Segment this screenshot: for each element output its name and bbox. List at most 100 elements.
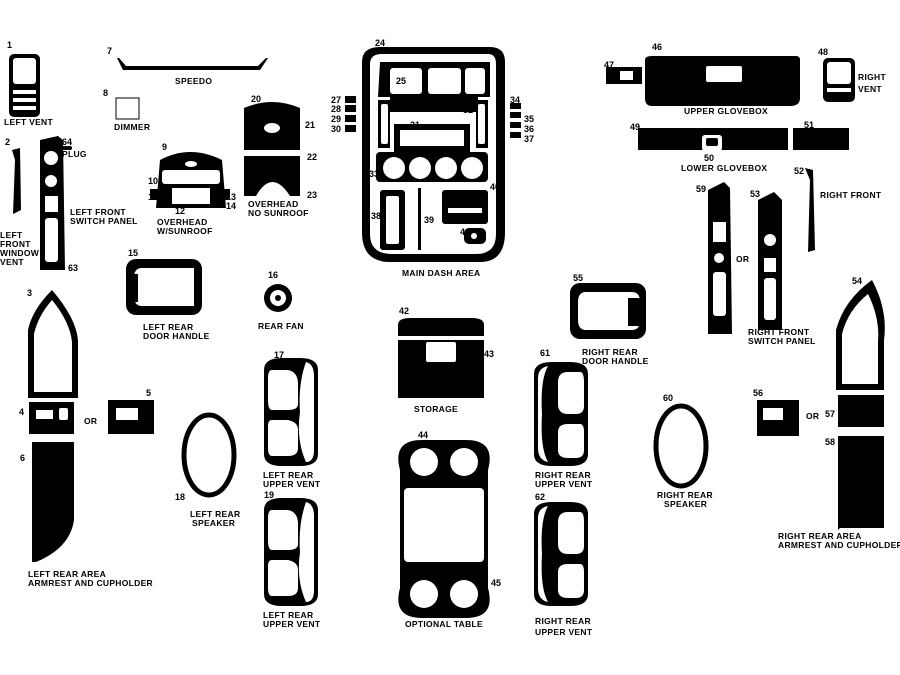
- part-number: 13: [226, 192, 236, 202]
- part-number: 1: [7, 40, 12, 50]
- label-left-front-switch-panel-1: LEFT FRONT: [70, 207, 126, 217]
- part-left-rear-upper-vent-b: [264, 498, 318, 606]
- part-lower-glovebox: [638, 128, 849, 151]
- part-number: 30: [331, 124, 341, 134]
- part-number-labels: 1 2 3 4 5 6 7 8 9 10 11 12 13 14 15 16 1…: [5, 38, 862, 588]
- part-right-vent: [823, 58, 855, 102]
- part-number: 49: [630, 122, 640, 132]
- part-number: 29: [331, 114, 341, 124]
- part-number: 48: [818, 47, 828, 57]
- label-left-vent: LEFT VENT: [4, 117, 53, 127]
- part-number: 40: [490, 182, 500, 192]
- label-rear-fan: REAR FAN: [258, 321, 304, 331]
- part-number: 21: [305, 120, 315, 130]
- label-right-rear-door-handle-2: DOOR HANDLE: [582, 356, 649, 366]
- part-number: 44: [418, 430, 428, 440]
- part-number: 18: [175, 492, 185, 502]
- label-right-rear-door-handle-1: RIGHT REAR: [582, 347, 638, 357]
- part-number: 24: [375, 38, 385, 48]
- part-right-rear-upper-panel: [836, 280, 885, 390]
- label-left-front-window-vent-2: FRONT: [0, 239, 31, 249]
- label-right-front: RIGHT FRONT: [820, 190, 882, 200]
- label-left-front-window-vent-3: WINDOW: [0, 248, 40, 258]
- part-5: [108, 400, 154, 434]
- part-number: 9: [162, 142, 167, 152]
- label-right-rear-area-1: RIGHT REAR AREA: [778, 531, 862, 541]
- part-number: 57: [825, 409, 835, 419]
- label-right-front-switch-panel-1: RIGHT FRONT: [748, 327, 810, 337]
- part-left-front-switch-panel: [40, 136, 65, 270]
- part-rear-fan: [264, 284, 292, 312]
- part-storage: [398, 318, 484, 398]
- part-number: 50: [704, 153, 714, 163]
- part-number: 28: [331, 104, 341, 114]
- part-number: 46: [652, 42, 662, 52]
- part-4: [29, 402, 74, 434]
- label-left-rear-upper-vent-b-2: UPPER VENT: [263, 619, 321, 629]
- part-number: 26: [396, 103, 406, 113]
- label-right-rear-area-2: ARMREST AND CUPHOLDER: [778, 540, 900, 550]
- part-overhead-no-sunroof: [244, 102, 300, 196]
- part-main-dash: [362, 47, 505, 262]
- part-number: 64: [62, 137, 72, 147]
- part-left-rear-upper-panel: [28, 290, 78, 398]
- part-dash-small-right: [510, 103, 521, 138]
- label-right-rear-upper-vent-b-1: RIGHT REAR: [535, 616, 591, 626]
- part-number: 7: [107, 46, 112, 56]
- part-right-front: [805, 168, 815, 252]
- part-number: 12: [175, 206, 185, 216]
- part-number: 42: [399, 306, 409, 316]
- part-56: [757, 400, 799, 436]
- part-number: 6: [20, 453, 25, 463]
- label-left-rear-upper-vent-b-1: LEFT REAR: [263, 610, 313, 620]
- part-speedo: [117, 58, 268, 70]
- label-left-front-switch-panel-2: SWITCH PANEL: [70, 216, 138, 226]
- label-left-rear-door-handle-2: DOOR HANDLE: [143, 331, 210, 341]
- part-number: 63: [68, 263, 78, 273]
- part-number: 45: [491, 578, 501, 588]
- label-overhead-sunroof-1: OVERHEAD: [157, 217, 208, 227]
- part-dimmer: [115, 97, 140, 120]
- part-upper-glovebox: [645, 56, 800, 106]
- part-number: 5: [146, 388, 151, 398]
- part-left-rear-door-handle: [126, 259, 202, 315]
- part-number: 11: [148, 192, 158, 202]
- label-overhead-no-sunroof-1: OVERHEAD: [248, 199, 299, 209]
- part-number: 39: [424, 215, 434, 225]
- label-storage: STORAGE: [414, 404, 458, 414]
- part-number: 8: [103, 88, 108, 98]
- part-number: 41: [460, 227, 470, 237]
- label-left-front-window-vent-4: VENT: [0, 257, 24, 267]
- part-number: 37: [524, 134, 534, 144]
- part-name-labels: LEFT VENT SPEEDO DIMMER PLUG LEFT FRONT …: [0, 72, 900, 637]
- part-left-vent: [9, 54, 40, 117]
- part-number: 19: [264, 490, 274, 500]
- part-number: 52: [794, 166, 804, 176]
- label-left-rear-speaker-2: SPEAKER: [192, 518, 235, 528]
- part-number: 62: [535, 492, 545, 502]
- part-right-rear-speaker: [653, 403, 709, 489]
- label-upper-glovebox: UPPER GLOVEBOX: [684, 106, 768, 116]
- part-overhead-sunroof: [150, 152, 230, 208]
- part-number: 23: [307, 190, 317, 200]
- label-left-rear-door-handle-1: LEFT REAR: [143, 322, 193, 332]
- part-number: 4: [19, 407, 24, 417]
- label-right-rear-speaker-2: SPEAKER: [664, 499, 707, 509]
- part-number: 27: [331, 95, 341, 105]
- label-left-rear-upper-vent-a-2: UPPER VENT: [263, 479, 321, 489]
- part-47: [606, 67, 642, 84]
- label-lower-glovebox: LOWER GLOVEBOX: [681, 163, 767, 173]
- part-number: 16: [268, 270, 278, 280]
- part-optional-table: [398, 440, 490, 618]
- part-left-rear-upper-vent-a: [264, 358, 318, 466]
- label-main-dash-area: MAIN DASH AREA: [402, 268, 481, 278]
- label-left-rear-area-1: LEFT REAR AREA: [28, 569, 106, 579]
- part-number: 34: [510, 95, 520, 105]
- label-left-rear-upper-vent-a-1: LEFT REAR: [263, 470, 313, 480]
- part-number: 10: [148, 176, 158, 186]
- label-right-vent-1: RIGHT: [858, 72, 886, 82]
- part-right-rear-armrest: [838, 436, 884, 530]
- part-left-front-window-vent: [12, 148, 21, 214]
- label-right-rear-upper-vent-a-1: RIGHT REAR: [535, 470, 591, 480]
